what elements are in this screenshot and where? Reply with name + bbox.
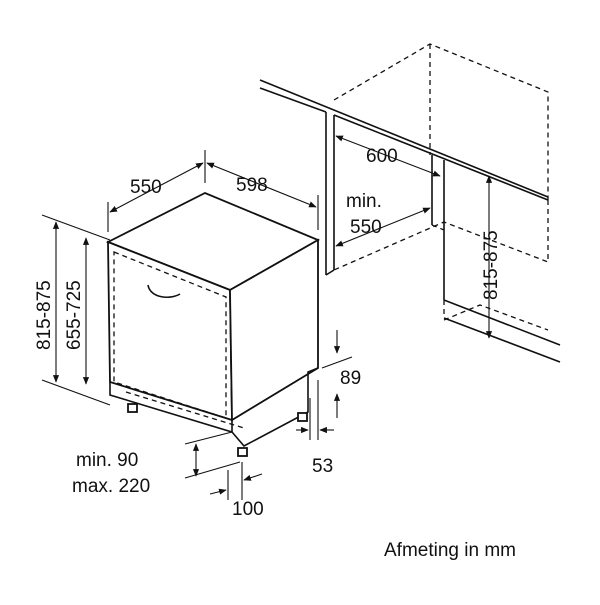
- door-handle: [147, 284, 181, 299]
- caption-units: Afmeting in mm: [384, 540, 516, 561]
- label-niche-depth-min: min.: [346, 191, 382, 212]
- right-floor-edge: [443, 317, 561, 363]
- dimension-labels: 550 598 600 min. 550 815-875 815-875 655…: [34, 146, 516, 561]
- total-height-extension-lines: [41, 214, 111, 406]
- label-total-height: 815-875: [34, 280, 55, 350]
- label-door-height: 655-725: [64, 280, 85, 350]
- label-depth: 550: [130, 177, 162, 198]
- plinth-dashed: [125, 391, 245, 429]
- plinth-front: [109, 382, 233, 434]
- plinth-depth-extension: [227, 462, 243, 500]
- label-plinth-height: 89: [340, 368, 361, 389]
- label-niche-height: 815-875: [481, 230, 502, 300]
- left-cabinet-side: [325, 112, 335, 276]
- plinth-range-extension: [184, 431, 241, 479]
- niche-base-dashed: [443, 300, 549, 331]
- label-niche-width: 600: [366, 146, 398, 167]
- label-plinth-depth: 100: [232, 499, 264, 520]
- plinth-side: [231, 367, 319, 448]
- foot-front-left: [127, 403, 138, 413]
- niche-floor-dashed: [333, 200, 549, 271]
- niche-depth-arrow: [335, 207, 431, 247]
- label-plinth-max: max. 220: [72, 476, 150, 497]
- worktop-front-edge: [259, 87, 327, 113]
- width-arrow: [206, 162, 317, 208]
- niche-inner-dashed: [431, 224, 445, 231]
- depth-extension-lines: [107, 150, 206, 232]
- worktop-top-edge: [259, 79, 549, 198]
- label-niche-depth-value: 550: [350, 217, 382, 238]
- depth-arrow: [109, 162, 204, 213]
- niche-top-dashed: [333, 43, 549, 200]
- foot-gap-extension: [309, 380, 319, 440]
- label-plinth-min: min. 90: [76, 450, 138, 471]
- worktop-under-edge: [333, 114, 549, 201]
- foot-front-right: [237, 447, 248, 457]
- foot-rear-right: [297, 412, 308, 422]
- dishwasher: [105, 192, 321, 457]
- plinth-depth-arrow-right: [243, 473, 263, 481]
- niche-width-arrow: [335, 135, 441, 177]
- label-foot-gap: 53: [312, 456, 333, 477]
- plinth-depth-arrow-left: [209, 488, 227, 495]
- label-width: 598: [236, 175, 268, 196]
- dimension-lines: [41, 135, 493, 500]
- plinth-height-extension: [321, 356, 353, 369]
- cabinet-niche: [259, 43, 561, 363]
